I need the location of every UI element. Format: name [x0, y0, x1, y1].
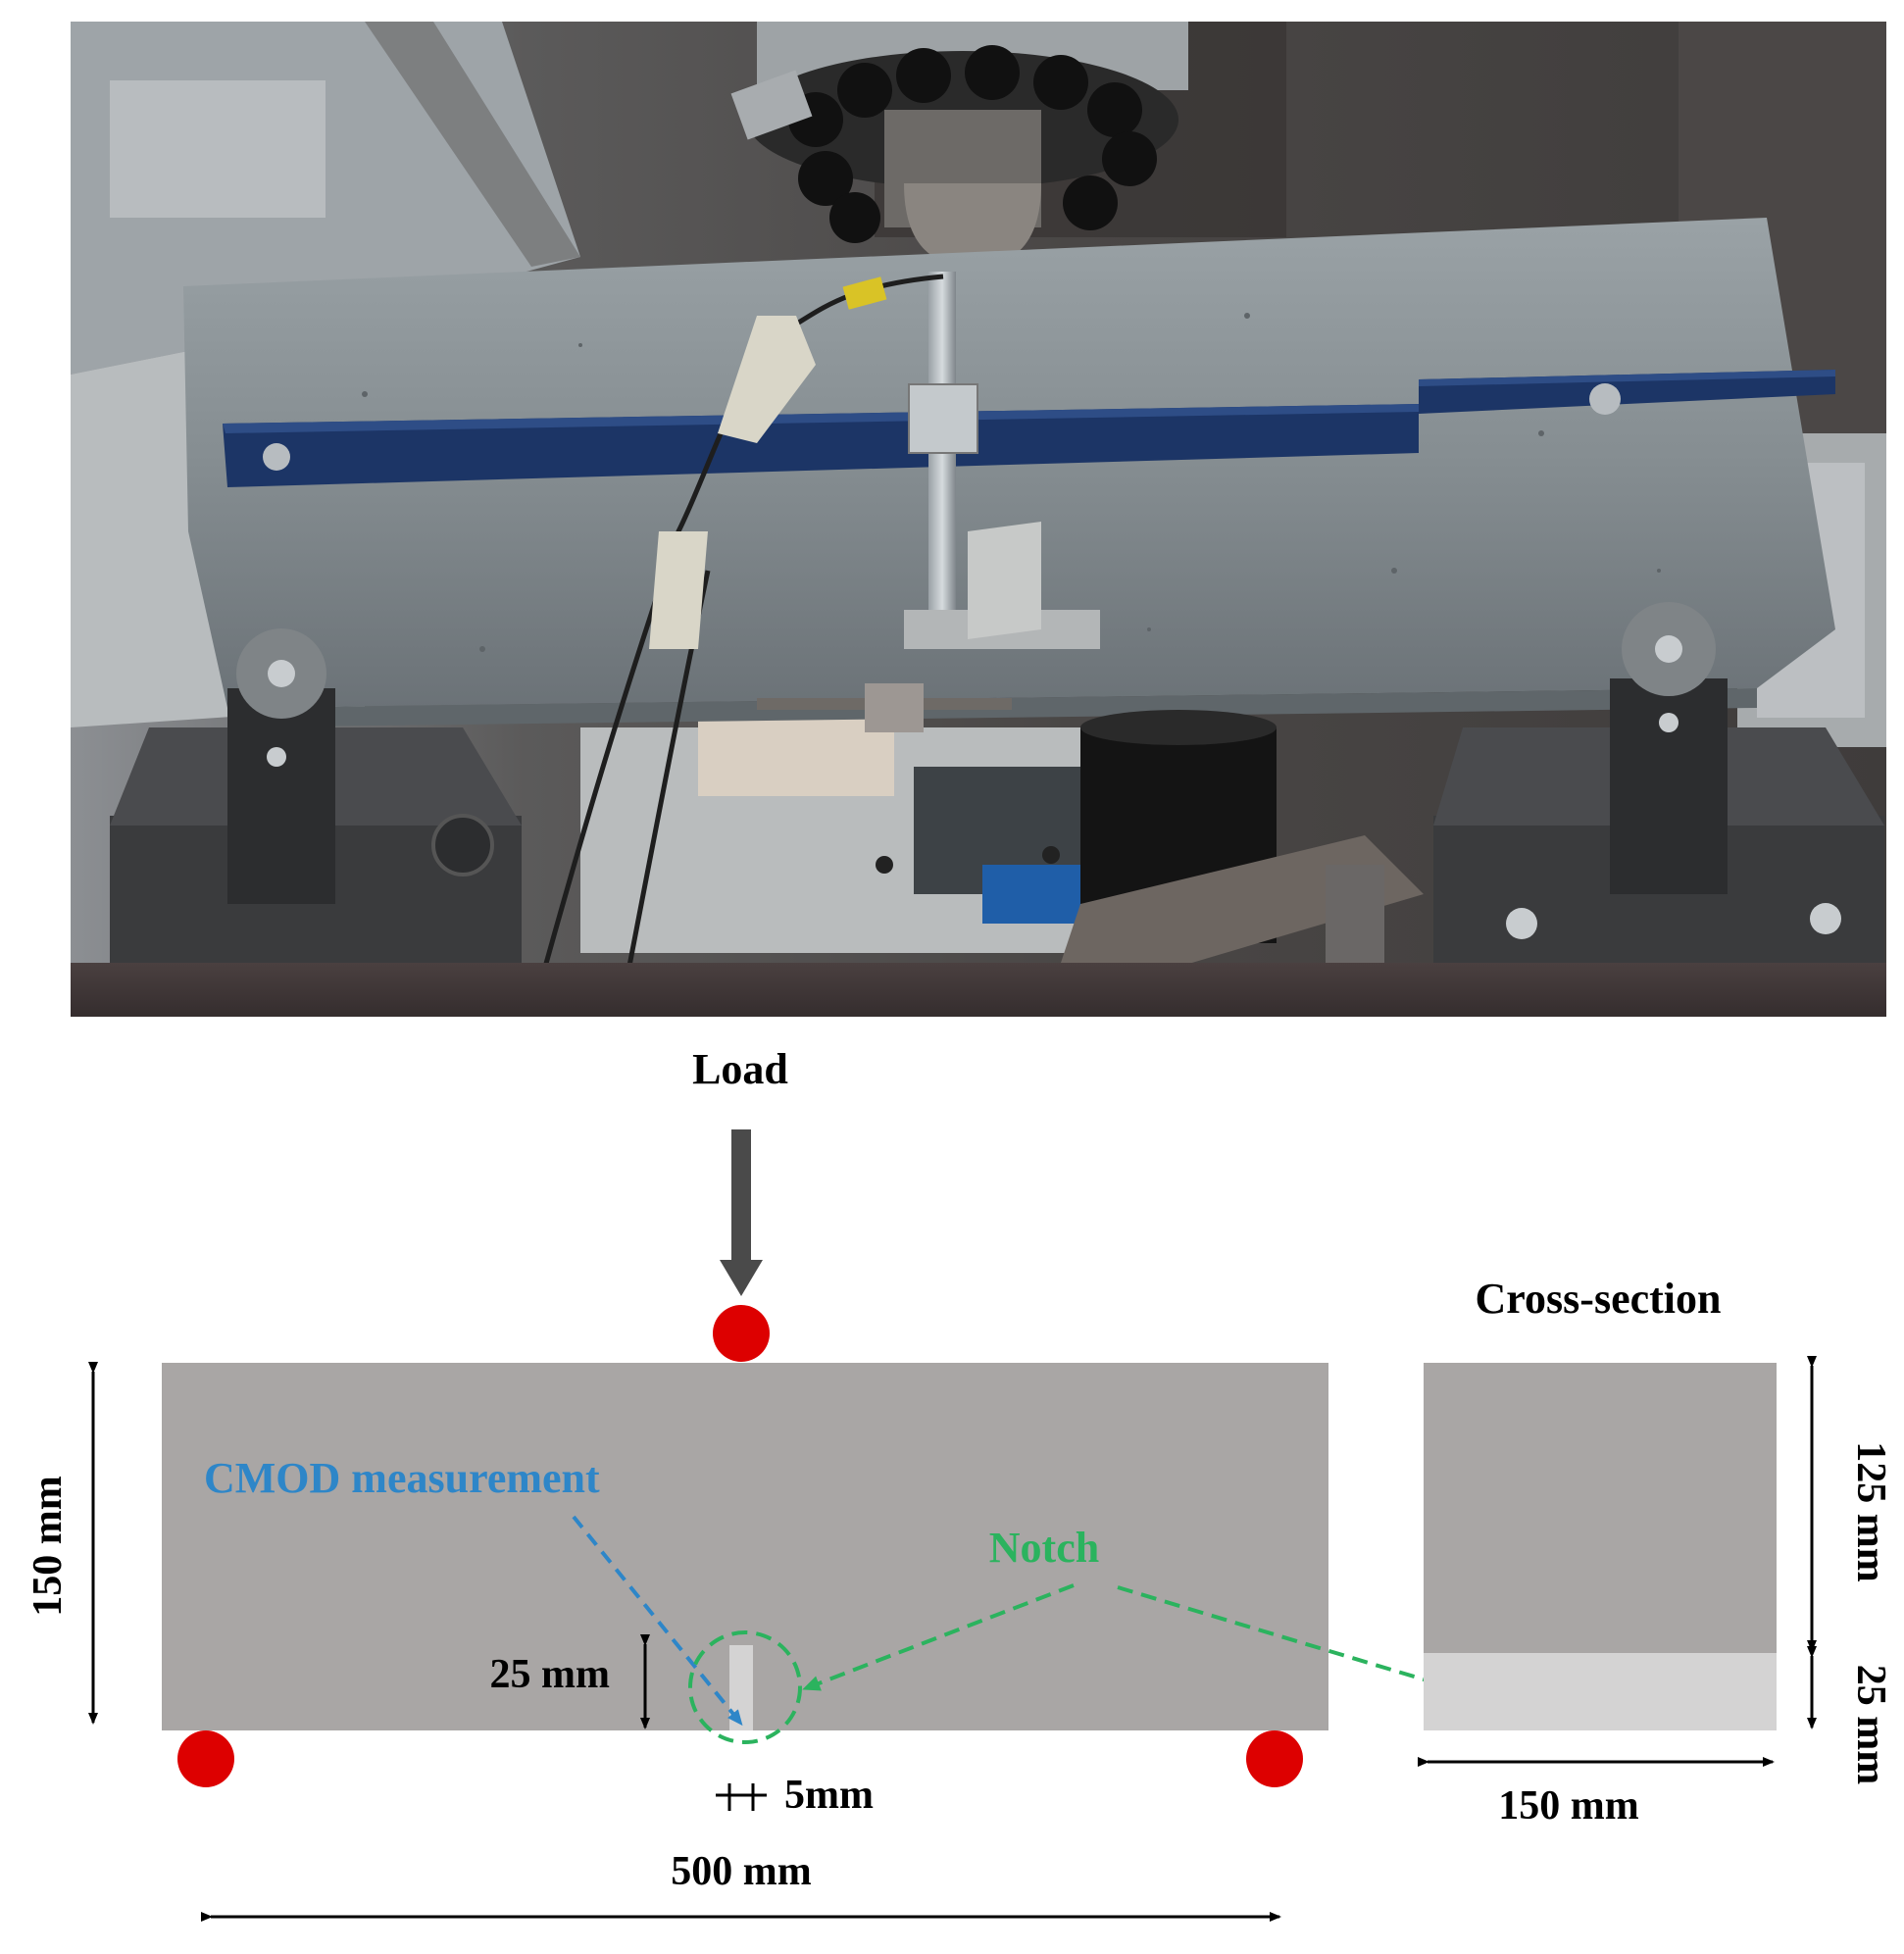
notch-depth-label: 25 mm: [490, 1652, 610, 1697]
cs-lower-label: 25 mm: [1848, 1665, 1893, 1784]
notch-width-dimension: [716, 1783, 767, 1811]
load-label: Load: [692, 1045, 788, 1093]
cs-upper-label: 125 mm: [1848, 1441, 1893, 1581]
load-roller: [713, 1305, 770, 1362]
cmod-label: CMOD measurement: [204, 1454, 600, 1502]
beam-height-label: 150 mm: [25, 1476, 71, 1616]
cross-section-notch-zone: [1424, 1653, 1777, 1730]
test-setup-photo: [71, 22, 1886, 1017]
notch-width-label: 5mm: [784, 1773, 874, 1818]
right-support-roller: [1246, 1730, 1303, 1787]
three-point-bending-diagram: Load 150 mm CMOD measurement Notch 25 mm: [25, 1045, 1893, 1922]
cross-section-upper: [1424, 1363, 1777, 1653]
cross-section-title: Cross-section: [1476, 1275, 1722, 1323]
notch-label: Notch: [989, 1524, 1099, 1572]
span-label: 500 mm: [671, 1849, 811, 1894]
cs-width-label: 150 mm: [1498, 1783, 1638, 1829]
notch: [729, 1645, 753, 1730]
notch-highlight: [688, 1630, 802, 1744]
left-support-roller: [177, 1730, 234, 1787]
load-arrow: [720, 1129, 763, 1296]
